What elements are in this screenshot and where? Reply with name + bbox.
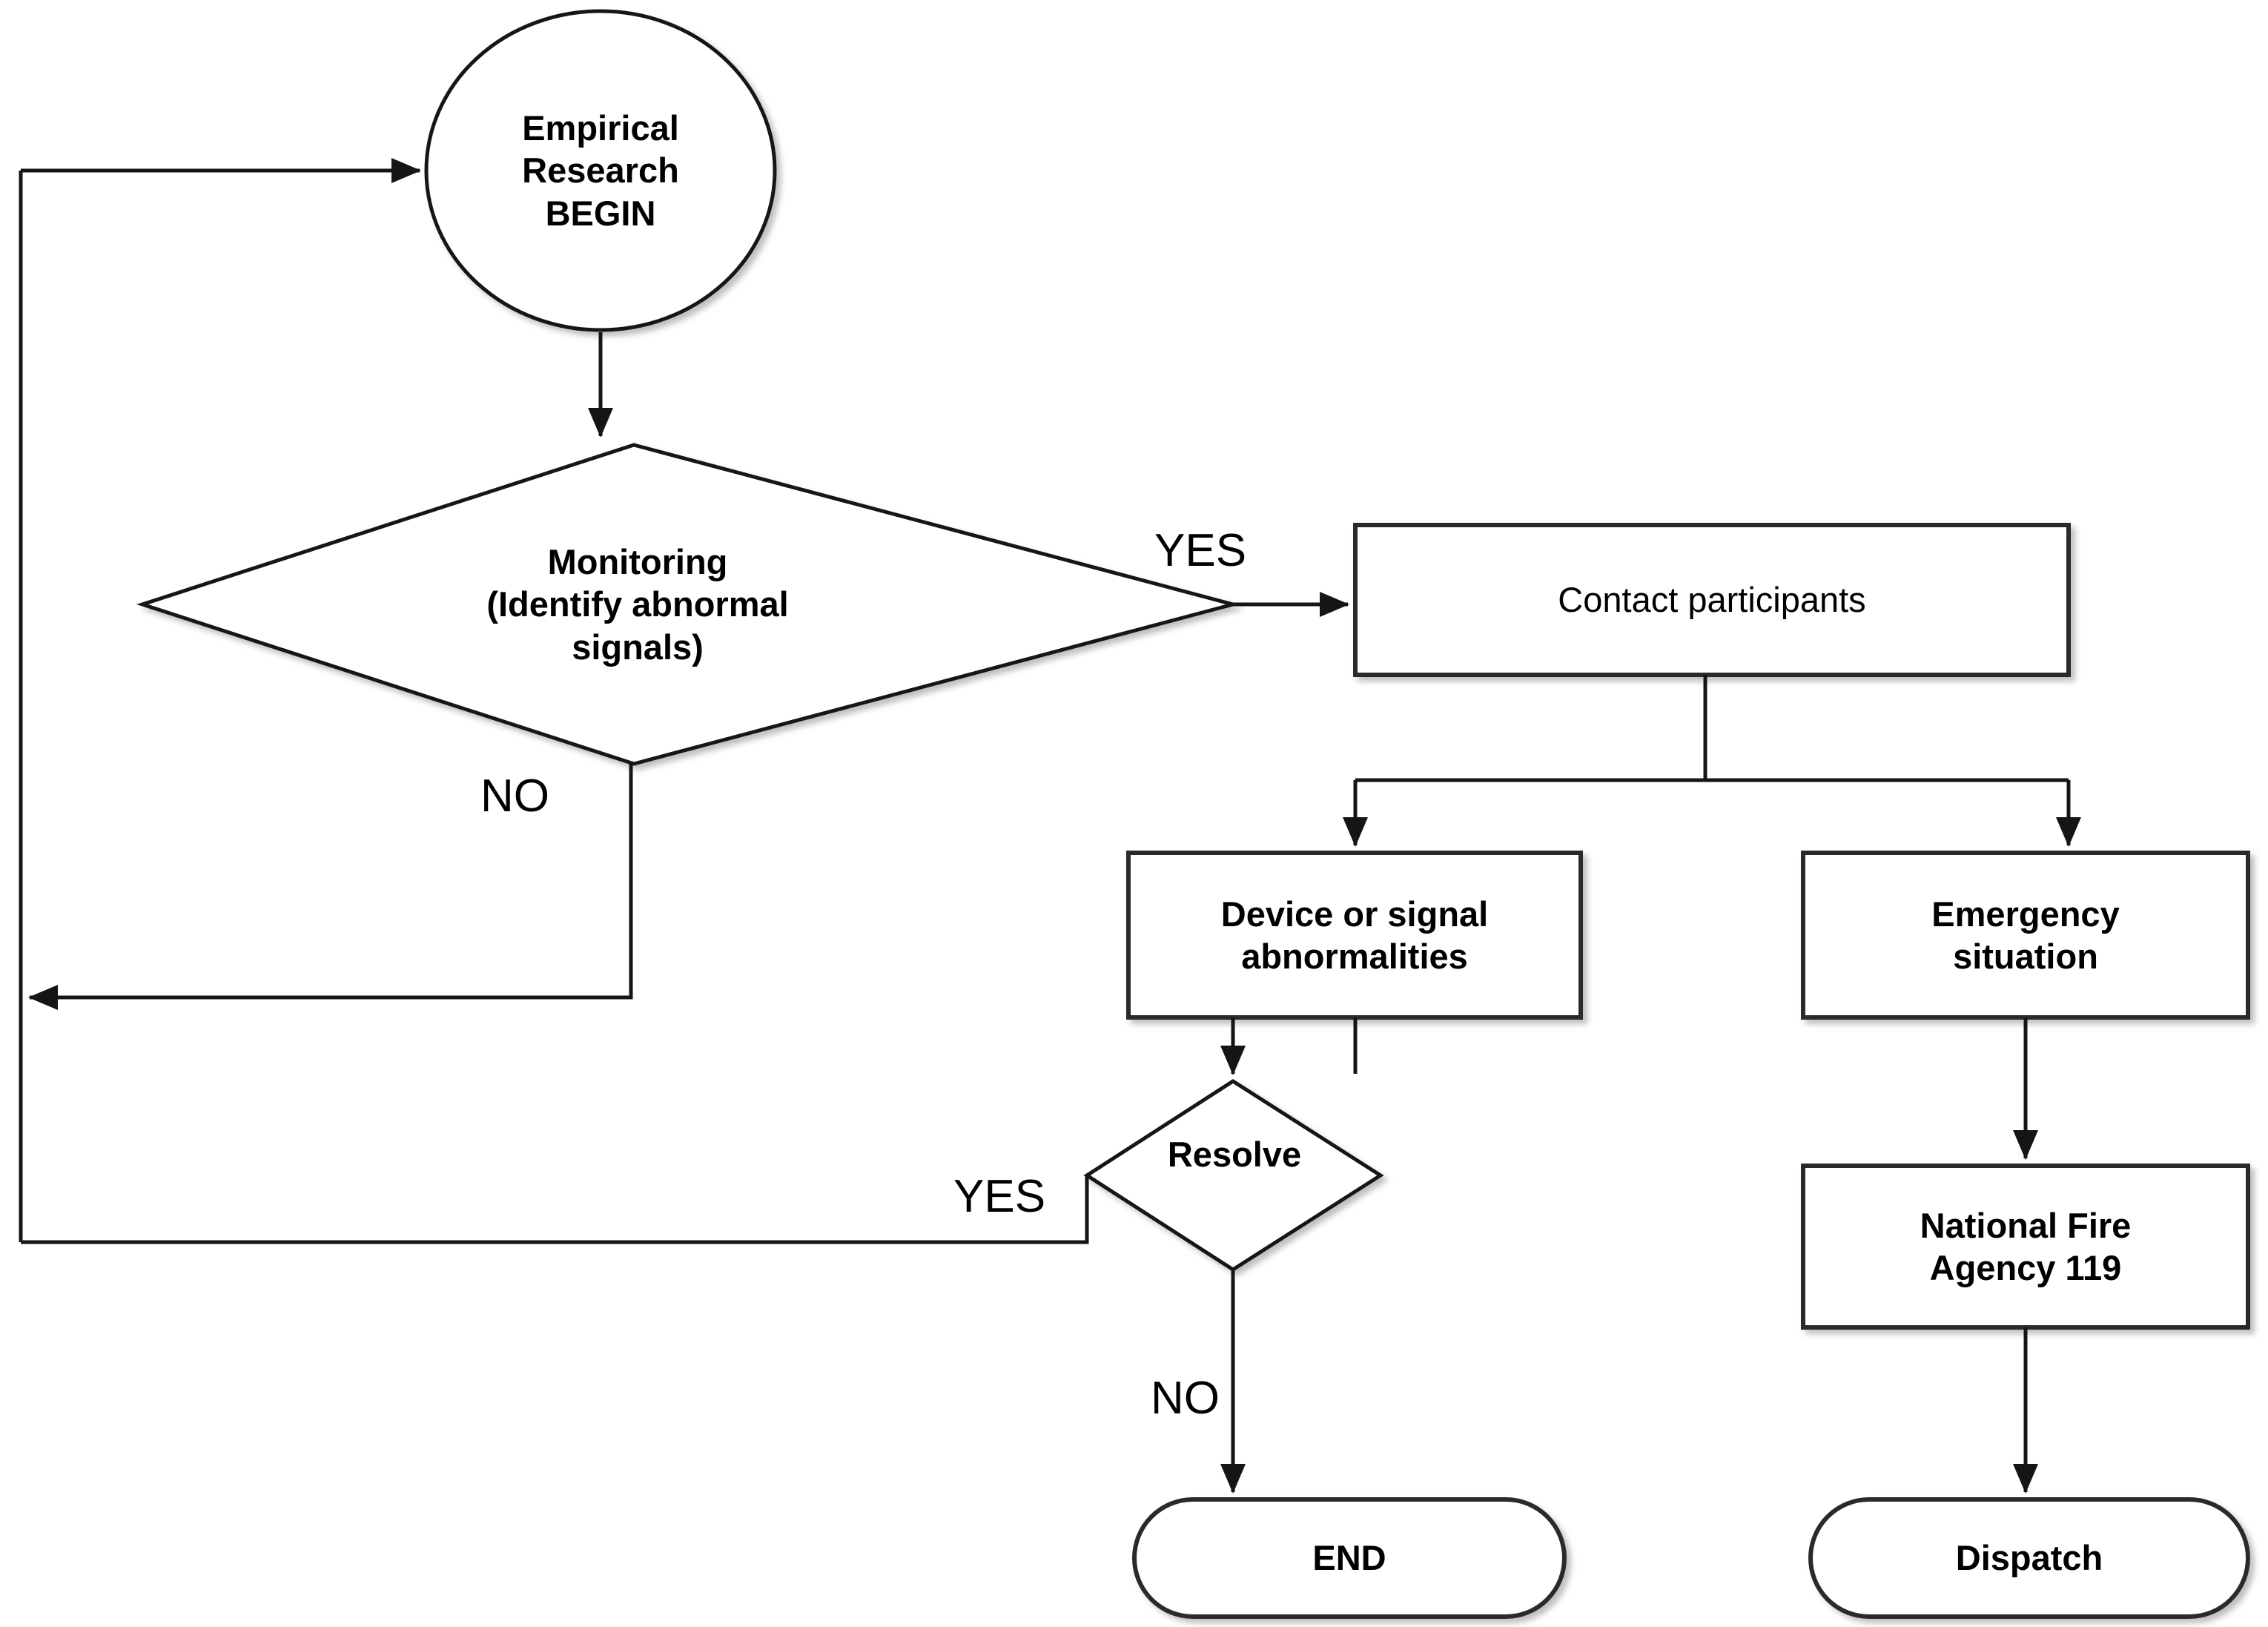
node-contact-shape xyxy=(1353,523,2071,677)
node-end-shape xyxy=(1132,1497,1567,1619)
node-resolve-shape xyxy=(1083,1079,1384,1272)
node-fire-shape xyxy=(1801,1164,2250,1330)
node-dispatch-shape xyxy=(1808,1497,2250,1619)
edge-resolve-yes-to-loop xyxy=(21,1175,1089,1244)
node-emergency-shape xyxy=(1801,851,2250,1020)
node-begin-shape xyxy=(424,9,777,332)
node-device-shape xyxy=(1126,851,1583,1020)
edge-monitoring-no-to-loop xyxy=(27,764,633,1011)
node-monitoring-shape xyxy=(136,443,1240,766)
